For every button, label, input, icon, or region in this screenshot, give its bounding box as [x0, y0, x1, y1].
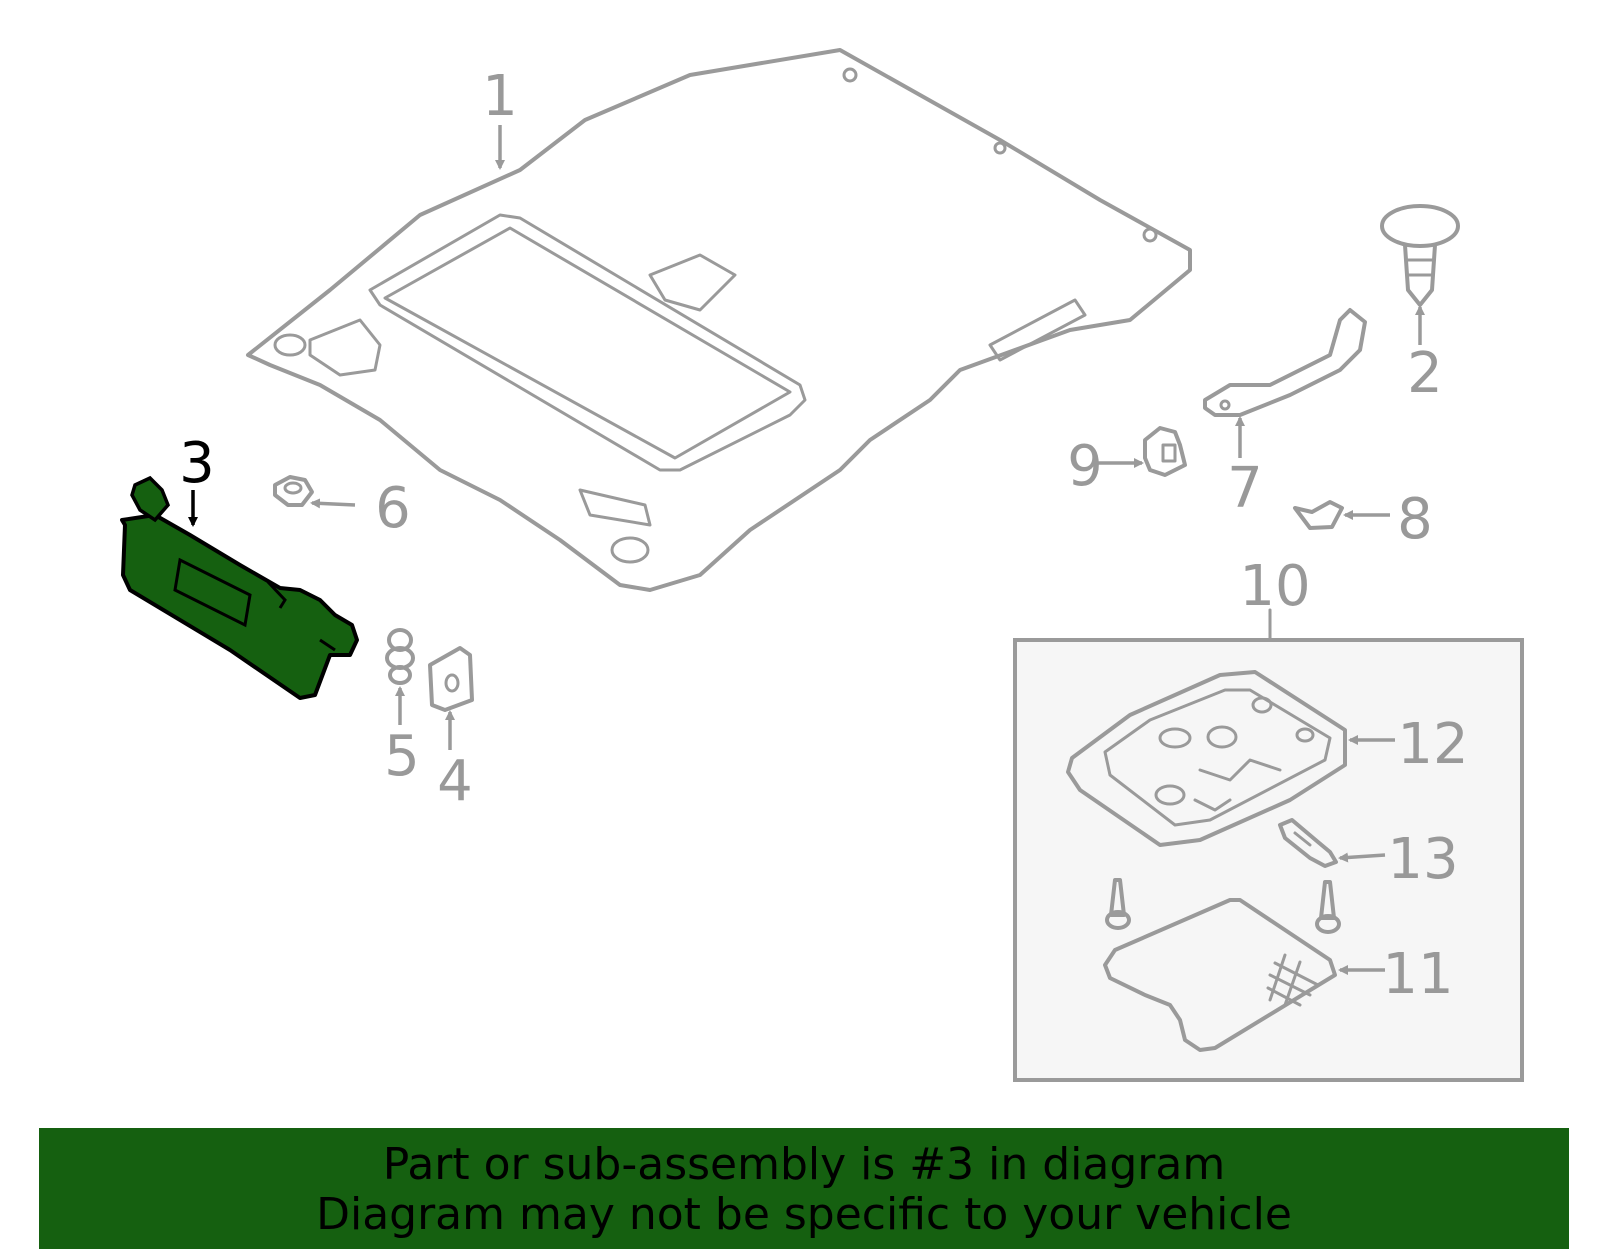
- label-1: 1: [482, 64, 518, 129]
- part-4-bracket[interactable]: [428, 646, 474, 712]
- label-4: 4: [437, 749, 473, 814]
- part-10-dome-lamp-assembly[interactable]: [1013, 638, 1524, 1082]
- banner-line-1: Part or sub-assembly is #3 in diagram: [382, 1139, 1226, 1190]
- part-2-clip[interactable]: [1380, 204, 1460, 307]
- part-9-retainer[interactable]: [1143, 426, 1187, 477]
- label-13: 13: [1387, 827, 1458, 892]
- part-6-clip[interactable]: [273, 475, 314, 507]
- part-12-lamp-housing[interactable]: [1066, 670, 1347, 847]
- label-9: 9: [1067, 434, 1103, 499]
- part-13-bulb[interactable]: [1278, 818, 1338, 868]
- label-7: 7: [1227, 456, 1263, 521]
- part-11-lens[interactable]: [1103, 898, 1337, 1052]
- part-3-sun-visor[interactable]: [120, 475, 359, 700]
- part-7-grab-handle[interactable]: [1203, 308, 1367, 417]
- label-3: 3: [179, 431, 215, 496]
- part-8-clip[interactable]: [1293, 500, 1344, 530]
- leader-6: [310, 498, 356, 509]
- label-10: 10: [1239, 554, 1310, 619]
- screw-left: [1105, 878, 1131, 930]
- part-5-clip[interactable]: [385, 628, 415, 685]
- label-5: 5: [384, 724, 420, 789]
- leader-13: [1338, 852, 1386, 863]
- label-8: 8: [1397, 487, 1433, 552]
- info-banner: Part or sub-assembly is #3 in diagram Di…: [39, 1128, 1569, 1249]
- label-6: 6: [375, 476, 411, 541]
- label-2: 2: [1407, 341, 1443, 406]
- banner-line-2: Diagram may not be specific to your vehi…: [316, 1189, 1292, 1240]
- screw-right: [1315, 880, 1341, 934]
- part-1-headliner[interactable]: [246, 48, 1192, 592]
- label-12: 12: [1397, 712, 1468, 777]
- label-11: 11: [1382, 942, 1453, 1007]
